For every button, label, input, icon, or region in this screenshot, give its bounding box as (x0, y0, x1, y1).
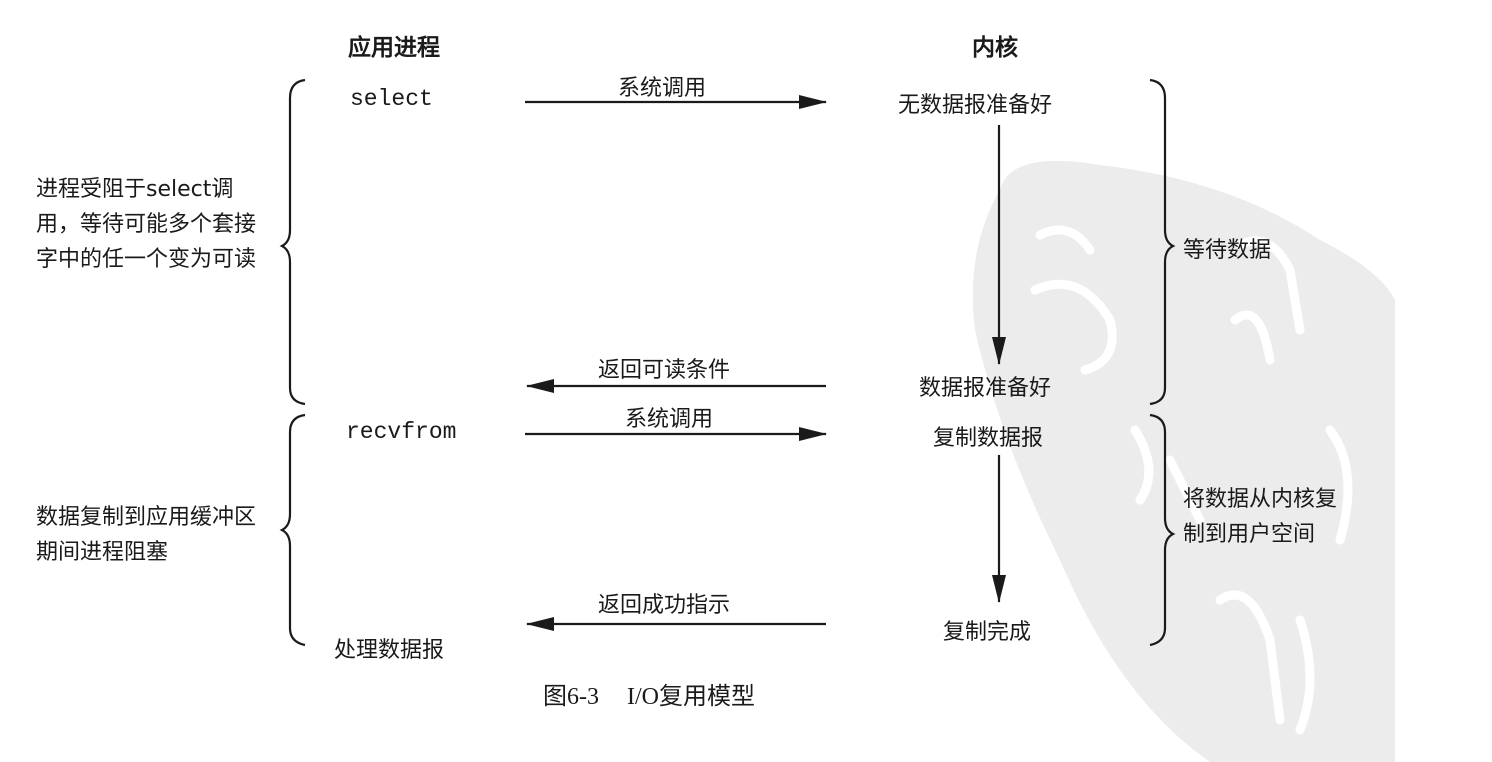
figure-caption-title: I/O复用模型 (627, 684, 755, 710)
app-step-select: select (350, 86, 433, 112)
figure-caption-number: 图6-3 (543, 684, 599, 710)
kernel-step-data-ready: 数据报准备好 (919, 376, 1052, 401)
app-step-process: 处理数据报 (334, 638, 445, 663)
arrow-label-return-readable: 返回可读条件 (598, 358, 731, 383)
app-step-recvfrom: recvfrom (346, 419, 457, 445)
kernel-step-copy-data: 复制数据报 (933, 426, 1044, 451)
arrow-label-syscall-2: 系统调用 (625, 407, 714, 432)
column-header-app: 应用进程 (348, 35, 440, 61)
note-blocked-copy: 数据复制到应用缓冲区期间进程阻塞 (36, 505, 257, 565)
kernel-step-copy-done: 复制完成 (943, 620, 1032, 645)
brace-right-wait (1149, 78, 1176, 406)
brace-left-select (279, 78, 306, 406)
note-copy-to-user: 将数据从内核复制到用户空间 (1183, 487, 1338, 547)
arrow-label-syscall-1: 系统调用 (618, 76, 707, 101)
brace-left-recvfrom (279, 413, 306, 647)
note-blocked-select: 进程受阻于select调用，等待可能多个套接字中的任一个变为可读 (36, 177, 257, 272)
brace-right-copy (1149, 413, 1176, 647)
arrow-label-return-success: 返回成功指示 (598, 593, 731, 618)
kernel-step-no-data: 无数据报准备好 (898, 93, 1053, 118)
figure-caption: 图6-3 I/O复用模型 (543, 676, 755, 711)
note-wait-data: 等待数据 (1183, 238, 1272, 263)
column-header-kernel: 内核 (972, 35, 1018, 61)
